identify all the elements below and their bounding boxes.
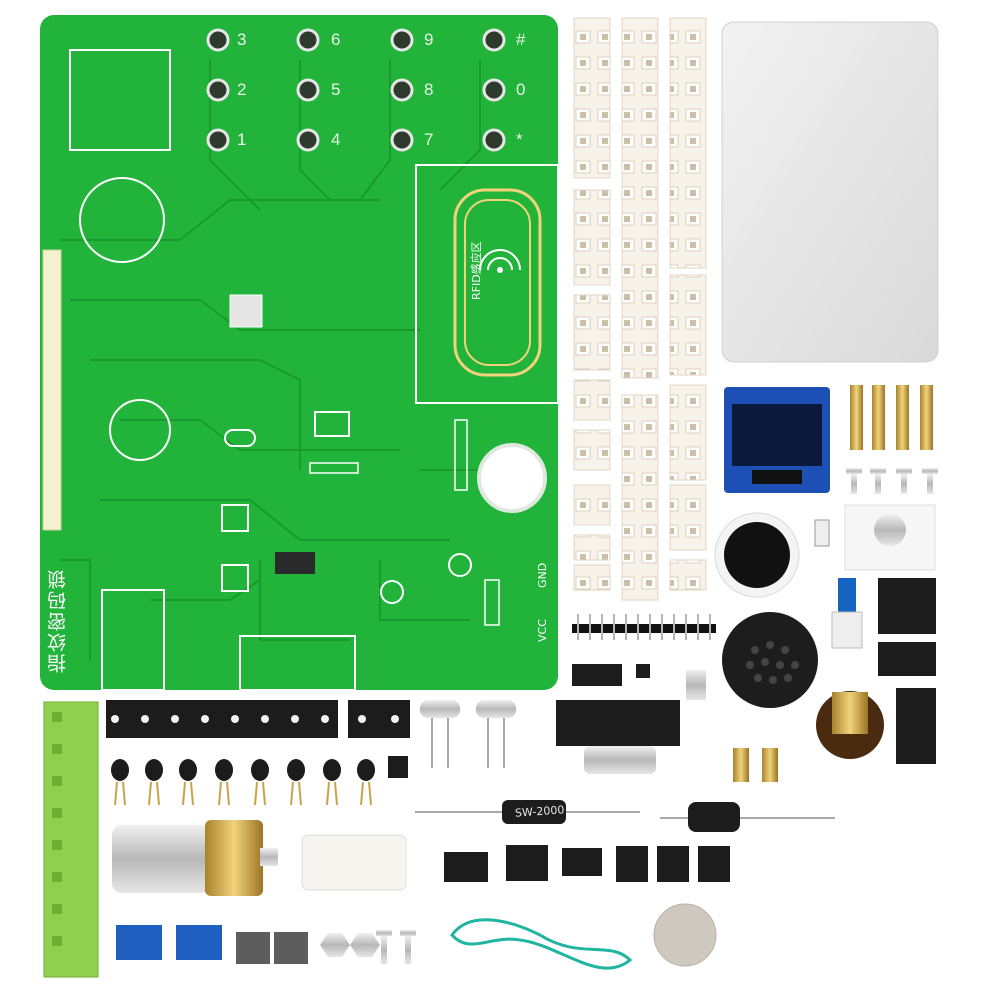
blue-terminal-blocks — [116, 925, 222, 960]
key-label-3: 3 — [237, 30, 247, 49]
db9-connector — [556, 700, 680, 774]
pcb-board — [40, 15, 558, 690]
key-label-4: 4 — [331, 130, 341, 149]
battery-holder-outline — [109, 399, 171, 461]
key-label-6: 6 — [331, 30, 341, 49]
speaker — [722, 612, 818, 708]
rfid-wave-icon — [479, 249, 521, 271]
key-label-7: 7 — [424, 130, 434, 149]
transistors — [111, 759, 375, 806]
key-label-0: 0 — [516, 80, 526, 99]
rfid-coil — [453, 188, 542, 377]
key-label-star: * — [516, 130, 523, 149]
pcb-traces — [60, 60, 521, 660]
motor-bracket — [301, 834, 407, 891]
gear-motor — [112, 820, 278, 896]
key-label-9: 9 — [424, 30, 434, 49]
mcu-footprint — [229, 294, 263, 328]
rfid-card — [721, 21, 939, 363]
smd-reel-strips — [573, 17, 707, 601]
gnd-label: GND — [536, 562, 549, 588]
diode — [415, 800, 640, 824]
ic-footprint — [275, 552, 315, 574]
crystal-oscillators — [420, 700, 516, 768]
brass-standoffs — [850, 385, 933, 450]
green-terminal-strip — [43, 701, 99, 978]
brass-socket — [733, 748, 749, 782]
regulator-chips — [878, 578, 936, 676]
crystal — [686, 670, 706, 700]
edge-connector — [42, 249, 62, 531]
tactile-switch — [236, 932, 270, 964]
wire — [450, 918, 633, 970]
pin-header — [572, 614, 716, 640]
serial-port-outline — [239, 635, 356, 691]
rfid-area-label: RFID感应区 — [470, 241, 483, 300]
buzzer-outline — [79, 177, 165, 263]
keypad-pads — [206, 28, 506, 152]
push-button — [831, 578, 863, 649]
key-label-1: 1 — [237, 130, 247, 149]
dip-ic — [388, 756, 408, 778]
key-label-hash: # — [516, 30, 526, 49]
speaker-holes — [746, 641, 799, 684]
screws — [846, 468, 938, 494]
fingerprint-outline — [69, 49, 171, 151]
sop-ic — [896, 688, 936, 764]
key-label-2: 2 — [237, 80, 247, 99]
bolt — [376, 930, 392, 936]
ic-chip — [572, 664, 622, 686]
mounting-hole — [477, 443, 547, 513]
buzzer — [724, 522, 790, 588]
slide-switch — [444, 852, 488, 882]
lock-title: 指纹密码锁 — [47, 568, 69, 673]
electrolytic-capacitor — [660, 802, 835, 832]
oled-display-module — [724, 387, 830, 493]
vcc-label: VCC — [536, 619, 549, 642]
key-label-8: 8 — [424, 80, 434, 99]
qfp-chip — [506, 845, 548, 881]
key-label-5: 5 — [331, 80, 341, 99]
coin-cell — [653, 903, 717, 967]
main-pcb — [40, 15, 559, 691]
pin-socket — [562, 848, 602, 876]
nut — [320, 933, 350, 957]
chip-strip — [106, 700, 338, 738]
rfid-area — [415, 164, 559, 404]
